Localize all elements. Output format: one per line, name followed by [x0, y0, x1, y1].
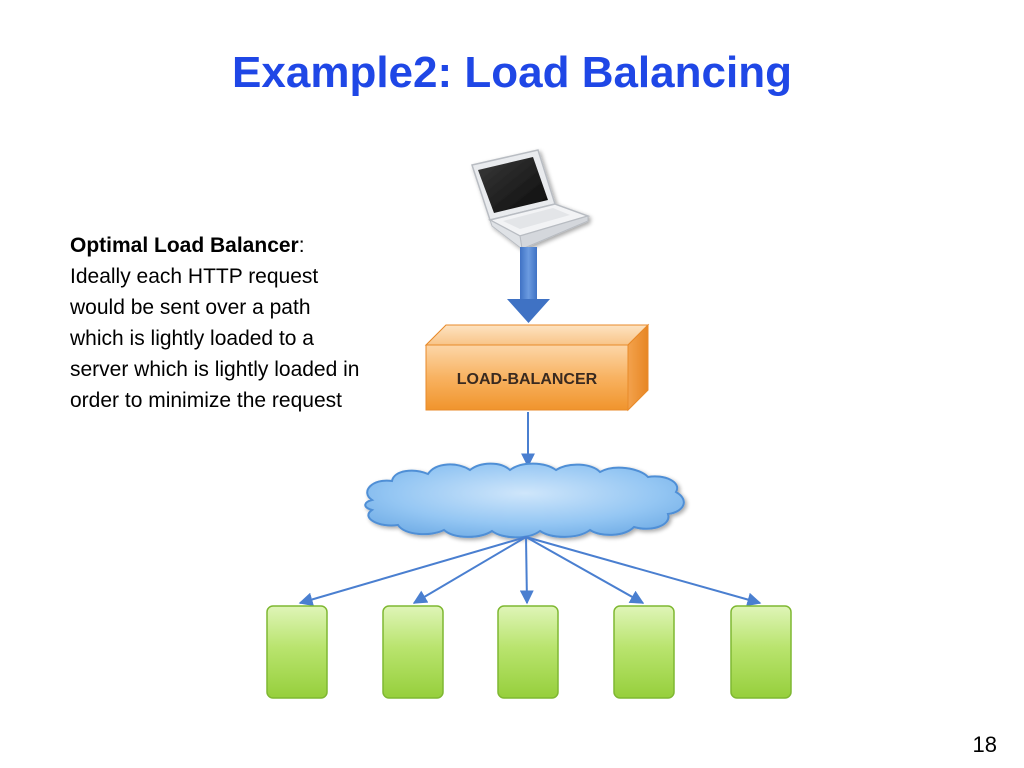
servers	[266, 605, 792, 699]
arrow-to-server-5	[525, 536, 762, 607]
server-box-5	[730, 605, 792, 699]
load-balancer-box	[424, 323, 650, 412]
slide-title: Example2: Load Balancing	[232, 48, 792, 97]
description-separator: :	[298, 234, 305, 257]
load-balancer-label: LOAD-BALANCER	[457, 371, 598, 388]
server-box-4	[613, 605, 675, 699]
description: Optimal Load Balancer: Ideally each HTTP…	[70, 230, 370, 416]
laptop-icon	[471, 149, 591, 251]
arrow-to-server-4	[525, 536, 645, 604]
arrow-to-server-2	[412, 536, 527, 604]
description-body: Ideally each HTTP request would be sent …	[70, 265, 360, 412]
server-box-3	[497, 605, 559, 699]
cloud-icon	[364, 462, 685, 539]
client-to-balancer-arrow	[507, 247, 550, 323]
arrow-to-server-3	[519, 536, 534, 605]
arrow-to-server-1	[298, 536, 527, 607]
description-lead: Optimal Load Balancer	[70, 234, 299, 257]
server-box-1	[266, 605, 328, 699]
page-number: 18	[972, 732, 997, 757]
server-box-2	[382, 605, 444, 699]
cloud-to-server-arrows	[298, 536, 762, 607]
